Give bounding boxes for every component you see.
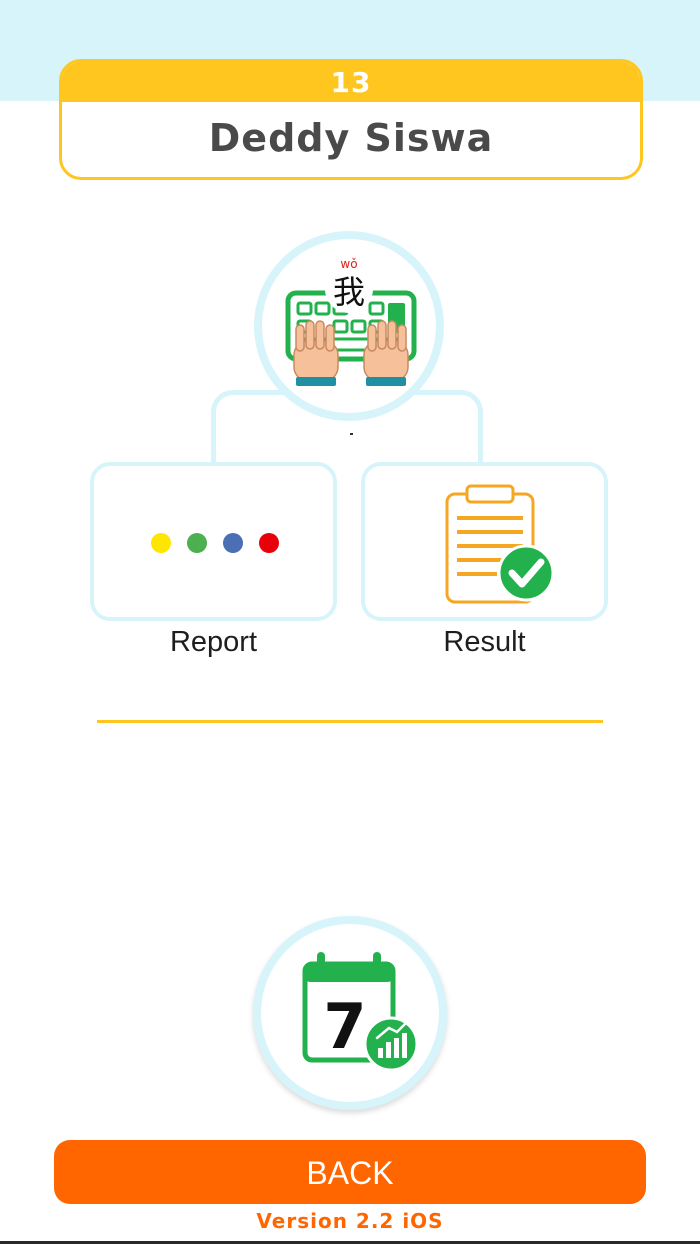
chinese-character: 我 bbox=[333, 273, 365, 311]
dot-yellow bbox=[151, 533, 171, 553]
colored-dots-icon bbox=[151, 533, 279, 553]
pinyin-label: wǒ bbox=[340, 257, 357, 271]
student-name: Deddy Siswa bbox=[208, 116, 494, 160]
version-label: Version 2.2 iOS bbox=[256, 1209, 444, 1233]
calendar-chart-icon: 7 bbox=[302, 952, 419, 1072]
bottom-edge bbox=[0, 1241, 700, 1244]
report-label[interactable]: Report bbox=[169, 626, 258, 658]
calendar-day: 7 bbox=[323, 990, 366, 1063]
result-card[interactable] bbox=[361, 462, 608, 621]
student-card: 13 Deddy Siswa bbox=[59, 59, 643, 180]
dot-red bbox=[259, 533, 279, 553]
connector-dot bbox=[350, 433, 353, 435]
keyboard-typing-icon: wǒ 我 bbox=[285, 257, 417, 386]
section-divider bbox=[97, 720, 603, 723]
dot-green bbox=[187, 533, 207, 553]
result-label[interactable]: Result bbox=[443, 626, 526, 658]
clipboard-check-icon bbox=[445, 484, 555, 604]
student-number: 13 bbox=[62, 62, 640, 102]
calendar-button[interactable]: 7 bbox=[253, 916, 447, 1110]
typing-practice-button[interactable]: wǒ 我 bbox=[254, 231, 444, 421]
dot-blue bbox=[223, 533, 243, 553]
report-card[interactable] bbox=[90, 462, 337, 621]
back-button[interactable]: BACK bbox=[54, 1140, 646, 1204]
